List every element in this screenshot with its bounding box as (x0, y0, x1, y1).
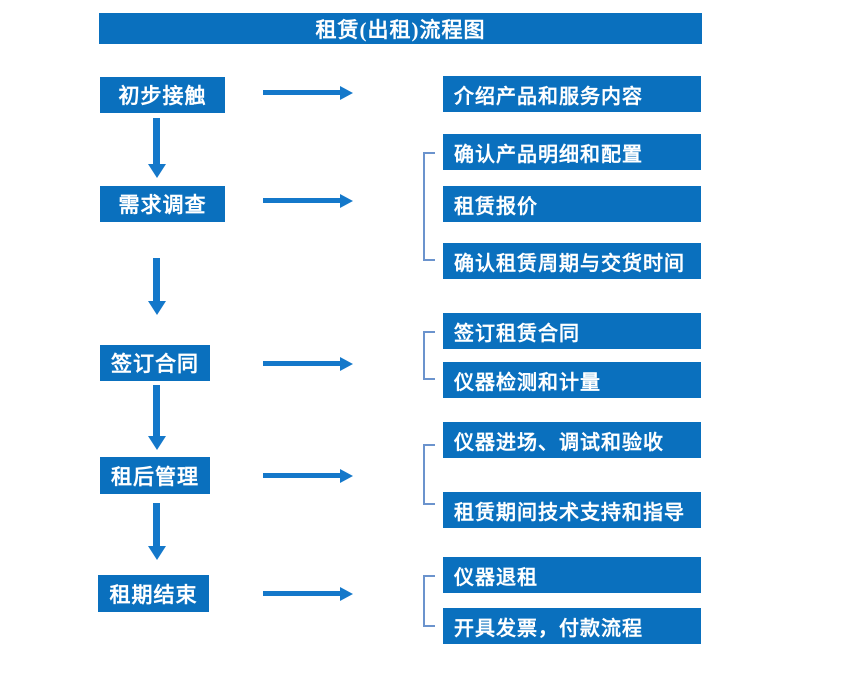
detail-box-confirm-product-details: 确认产品明细和配置 (443, 134, 701, 170)
group-bracket-icon (423, 575, 435, 627)
right-arrow-icon (263, 473, 340, 478)
detail-box-invoice-payment-process: 开具发票，付款流程 (443, 608, 701, 644)
detail-box-instrument-return: 仪器退租 (443, 557, 701, 593)
detail-box-technical-support-guidance: 租赁期间技术支持和指导 (443, 492, 701, 528)
detail-box-rental-quotation: 租赁报价 (443, 186, 701, 222)
step-box-rental-end: 租期结束 (98, 575, 209, 612)
group-bracket-icon (423, 444, 435, 505)
right-arrow-icon (263, 198, 340, 203)
detail-box-introduce-products-services: 介绍产品和服务内容 (443, 76, 701, 112)
step-box-demand-survey: 需求调查 (100, 186, 225, 222)
down-arrow-icon (153, 503, 160, 546)
right-arrow-icon (263, 361, 340, 366)
right-arrow-icon (263, 591, 340, 596)
detail-box-confirm-rental-period-delivery: 确认租赁周期与交货时间 (443, 243, 701, 279)
flowchart-title: 租赁(出租)流程图 (99, 13, 702, 44)
down-arrow-icon (153, 258, 160, 301)
step-box-sign-contract: 签订合同 (100, 345, 210, 381)
down-arrow-icon (153, 385, 160, 436)
detail-box-instrument-testing-measurement: 仪器检测和计量 (443, 362, 701, 398)
group-bracket-icon (423, 152, 435, 261)
detail-box-sign-rental-contract: 签订租赁合同 (443, 313, 701, 349)
step-box-post-rental-management: 租后管理 (100, 457, 210, 494)
down-arrow-icon (153, 118, 160, 164)
step-box-initial-contact: 初步接触 (100, 77, 225, 113)
detail-box-instrument-entry-commissioning: 仪器进场、调试和验收 (443, 422, 701, 458)
group-bracket-icon (423, 331, 435, 380)
right-arrow-icon (263, 90, 340, 95)
